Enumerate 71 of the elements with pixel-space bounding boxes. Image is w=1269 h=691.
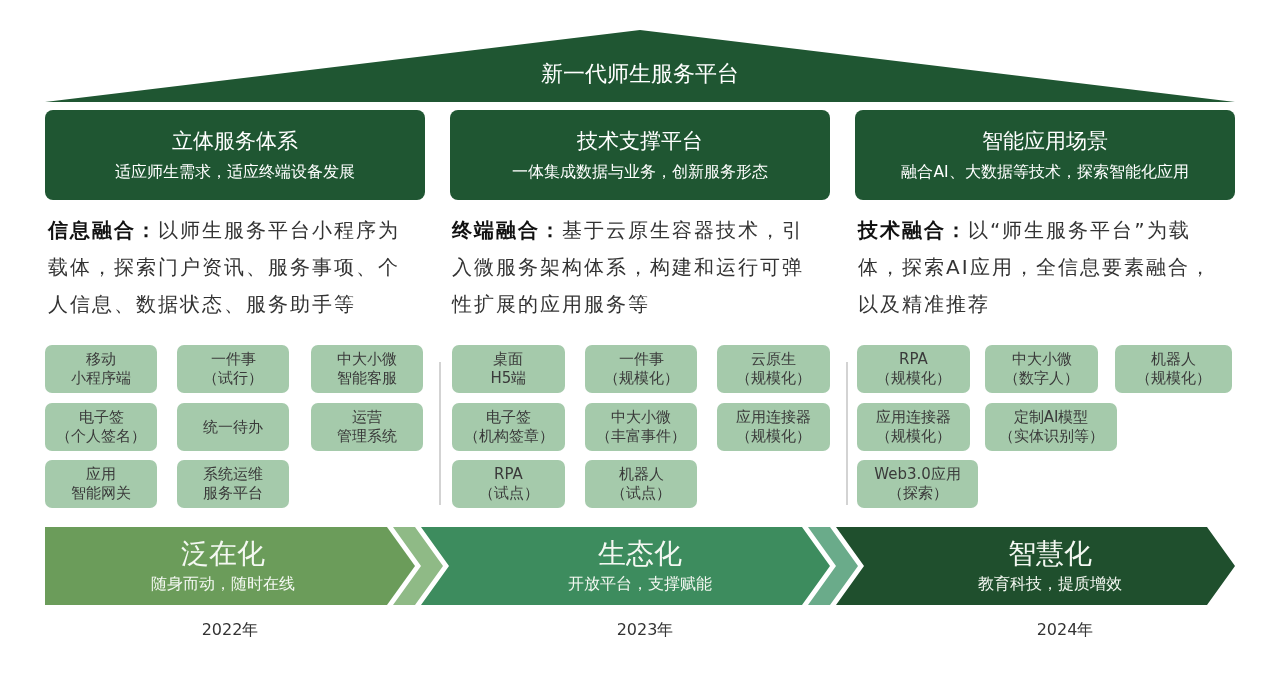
chevron-arrow: [808, 527, 858, 605]
feature-label: RPA（试点）: [478, 465, 539, 503]
feature-tile: [45, 403, 157, 451]
phase-band: [45, 527, 415, 605]
feature-tile: [177, 460, 289, 508]
section-subtitle: 适应师生需求，适应终端设备发展: [115, 162, 355, 182]
phase-subtitle: 教育科技，提质增效: [977, 574, 1122, 594]
feature-tile: [585, 345, 697, 393]
feature-tile: [585, 460, 697, 508]
chevron-arrow: [393, 527, 443, 605]
feature-tile: [177, 345, 289, 393]
feature-tile: [1115, 345, 1232, 393]
section-subtitle: 一体集成数据与业务，创新服务形态: [512, 162, 768, 182]
feature-tile: [717, 345, 830, 393]
feature-tile: [857, 345, 970, 393]
feature-tile: [985, 345, 1098, 393]
section-title: 立体服务体系: [172, 128, 298, 154]
phase-band: [421, 527, 830, 605]
feature-tile: [452, 345, 565, 393]
section-header: [450, 110, 830, 200]
section-title: 智能应用场景: [982, 128, 1108, 154]
year-label: 2022年: [200, 620, 260, 640]
feature-tile: [717, 403, 830, 451]
feature-label: 统一待办: [203, 417, 263, 437]
feature-label: 中大小微智能客服: [337, 350, 397, 388]
section-header: [855, 110, 1235, 200]
feature-tile: [857, 403, 970, 451]
feature-label: 中大小微（丰富事件）: [596, 408, 686, 446]
description-text: 终端融合：基于云原生容器技术，引入微服务架构体系，构建和运行可弹性扩展的应用服务等: [452, 217, 805, 318]
feature-tile: [452, 403, 565, 451]
feature-label: 应用连接器（规模化）: [736, 408, 811, 446]
feature-label: 系统运维服务平台: [203, 465, 263, 503]
phase-band: [836, 527, 1235, 605]
phase-title: 生态化: [597, 538, 682, 570]
year-label: 2024年: [1035, 620, 1095, 640]
feature-label: 应用智能网关: [71, 465, 131, 503]
phase-title: 泛在化: [181, 538, 265, 570]
platform-title: 新一代师生服务平台: [540, 60, 740, 88]
section-subtitle: 融合AI、大数据等技术，探索智能化应用: [901, 162, 1189, 182]
feature-label: 云原生（规模化）: [736, 350, 811, 388]
section-title: 技术支撑平台: [577, 128, 703, 154]
feature-tile: [985, 403, 1117, 451]
feature-tile: [177, 403, 289, 451]
feature-tile: [452, 460, 565, 508]
year-label: 2023年: [615, 620, 675, 640]
feature-label: Web3.0应用（探索）: [874, 465, 961, 503]
feature-label: 应用连接器（规模化）: [876, 408, 951, 446]
feature-label: 中大小微（数字人）: [1004, 350, 1079, 388]
feature-label: RPA（规模化）: [876, 350, 951, 388]
feature-label: 机器人（试点）: [611, 465, 671, 503]
feature-label: 一件事（规模化）: [603, 350, 679, 388]
feature-label: 定制AI模型（实体识别等）: [998, 408, 1104, 446]
phase-subtitle: 开放平台，支撑赋能: [567, 574, 712, 594]
phase-subtitle: 随身而动，随时在线: [151, 574, 295, 594]
feature-label: 运营管理系统: [337, 408, 397, 446]
feature-label: 电子签（机构签章）: [463, 408, 554, 446]
feature-tile: [45, 345, 157, 393]
feature-tile: [857, 460, 978, 508]
feature-tile: [585, 403, 697, 451]
feature-label: 机器人（规模化）: [1136, 350, 1211, 388]
feature-label: 桌面H5端: [490, 350, 527, 388]
feature-tile: [311, 345, 423, 393]
feature-tile: [311, 403, 423, 451]
feature-label: 电子签（个人签名）: [56, 408, 146, 446]
description-text: 技术融合：以“师生服务平台”为载体，探索AI应用，全信息要素融合，以及精准推荐: [858, 217, 1213, 318]
phase-title: 智慧化: [1007, 538, 1092, 570]
feature-label: 移动小程序端: [71, 350, 131, 388]
section-header: [45, 110, 425, 200]
feature-tile: [45, 460, 157, 508]
description-text: 信息融合：以师生服务平台小程序为载体，探索门户资讯、服务事项、个人信息、数据状态、服务助手等: [48, 217, 401, 318]
feature-label: 一件事（试行）: [203, 350, 263, 388]
